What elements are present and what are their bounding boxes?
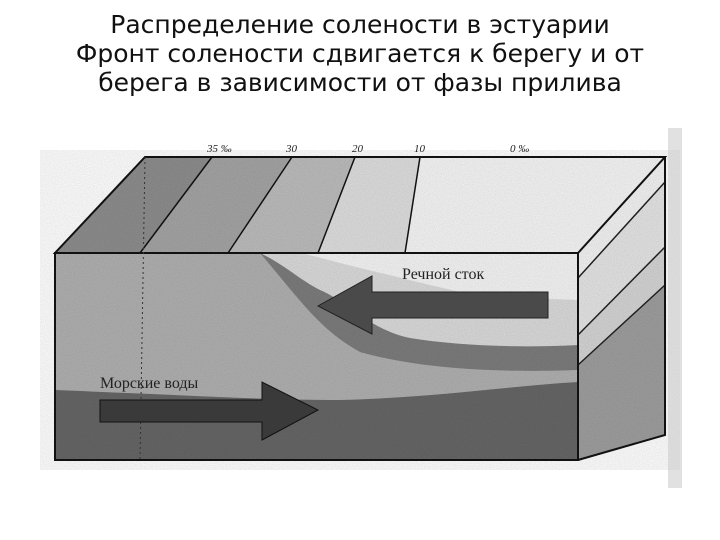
salinity-label-0: 0 ‰ — [510, 143, 529, 155]
river-flow-arrow: Речной сток — [316, 266, 549, 335]
salinity-label-20: 20 — [352, 143, 364, 155]
slide-title: Распределение солености в эстуарии Фронт… — [0, 10, 720, 97]
box-outline — [52, 156, 668, 461]
salinity-label-35: 35 ‰ — [206, 143, 232, 155]
scan-edge — [668, 128, 682, 488]
title-line-3: берега в зависимости от фазы прилива — [98, 68, 622, 97]
dotted-guide — [139, 156, 146, 461]
title-line-1: Распределение солености в эстуарии — [110, 10, 610, 39]
title-line-2: Фронт солености сдвигается к берегу и от — [75, 39, 645, 68]
front-face — [55, 252, 578, 460]
salinity-labels: 35 ‰ 30 20 10 0 ‰ — [206, 143, 529, 155]
salinity-label-30: 30 — [285, 143, 298, 155]
top-surface — [55, 157, 665, 253]
salinity-label-10: 10 — [414, 143, 426, 155]
river-flow-label: Речной сток — [402, 266, 484, 283]
sea-water-arrow: Морские воды — [99, 375, 320, 441]
sea-water-label: Морские воды — [100, 375, 198, 392]
